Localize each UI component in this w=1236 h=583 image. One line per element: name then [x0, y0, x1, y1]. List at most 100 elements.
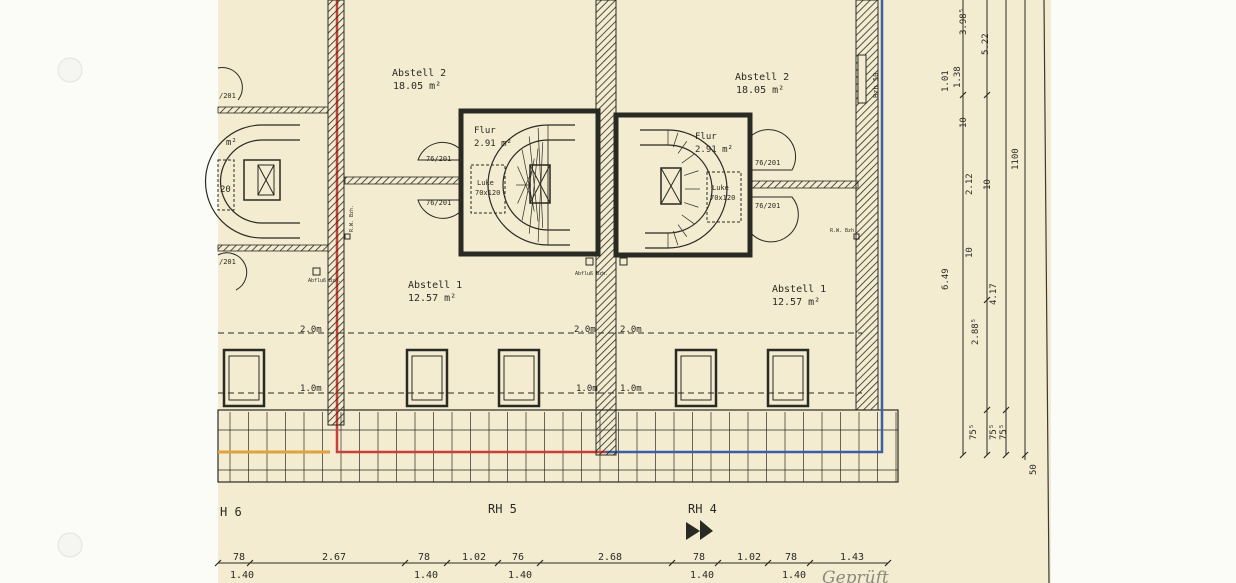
- drawing-line: [517, 170, 533, 204]
- unit-label-rh5: RH 5: [488, 502, 517, 516]
- room-name: Abstell 1: [772, 284, 826, 295]
- drawing-line: [401, 559, 409, 567]
- dim-text: 75⁵: [969, 424, 979, 440]
- drawing-line: [1021, 451, 1029, 459]
- stair-enclosure-left: [417, 108, 601, 257]
- dim-text: 76: [512, 552, 524, 563]
- drawing-line: [672, 230, 679, 246]
- drawing-line: [983, 406, 991, 414]
- drawing-line: [443, 559, 451, 567]
- drawing-line: [884, 559, 892, 567]
- binder-hole: [57, 532, 83, 558]
- room-name: Flur: [474, 126, 496, 136]
- roof-window: [405, 348, 449, 408]
- height-label: 2.0m: [574, 325, 596, 335]
- pipe-note: Abfluß Bzh.: [575, 271, 608, 277]
- room-area: m²: [226, 138, 237, 148]
- dim-text: 78: [785, 552, 797, 563]
- dim-text: 1.40: [230, 570, 254, 581]
- unit-label-rh4: RH 4: [688, 502, 717, 516]
- drawing-line: [806, 559, 814, 567]
- stair-enclosure-far-left: [204, 67, 300, 291]
- drawing-line: [528, 148, 539, 234]
- roof-window: [497, 348, 541, 408]
- dim-text: 10: [965, 247, 975, 258]
- pipe-note: R.W. Bzh.: [349, 205, 355, 232]
- dim-text: 1.40: [508, 570, 532, 581]
- dim-text: 2.68: [598, 552, 622, 563]
- dim-text: 4.17: [989, 283, 999, 305]
- door-label: 76/201: [426, 199, 451, 207]
- dim-text: 78: [693, 552, 705, 563]
- room-area: 18.05 m²: [736, 85, 784, 96]
- drawing-line: [983, 91, 991, 99]
- height-label: 1.0m: [576, 384, 598, 394]
- door-label: 76/201: [755, 202, 780, 210]
- hatch-right: [706, 171, 742, 223]
- approval-stamp: Geprüft: [822, 568, 889, 583]
- room-area: 12.57 m²: [772, 297, 820, 308]
- dim-text: 78: [233, 552, 245, 563]
- dim-text: 10: [983, 179, 993, 190]
- dim-text: 2.67: [322, 552, 346, 563]
- hatch-size: 20: [220, 185, 231, 195]
- drawing-line: [214, 559, 222, 567]
- party-wall-left: [327, 0, 345, 426]
- binder-hole: [57, 57, 83, 83]
- north-arrow-icon: [700, 520, 713, 540]
- hatch-size: 70x120: [475, 189, 500, 197]
- bottom-dimension-chain: [214, 559, 892, 567]
- hatch-title: Luke: [712, 184, 729, 192]
- room-area: 12.57 m²: [408, 293, 456, 304]
- height-label: 2.0m: [620, 325, 642, 335]
- door-label: 76/201: [426, 155, 451, 163]
- eave-strip: [217, 409, 899, 483]
- room-name: Abstell 2: [392, 68, 446, 79]
- room-name: Abstell 1: [408, 280, 462, 291]
- room-name: Flur: [695, 132, 717, 142]
- dim-text: 2.12: [965, 173, 975, 195]
- drawing-line: [246, 559, 254, 567]
- drawing-line: [684, 170, 699, 176]
- drawing-line: [494, 559, 502, 567]
- dim-text: 1.40: [782, 570, 806, 581]
- roof-windows: [222, 348, 810, 408]
- dim-text: 5.22: [981, 33, 991, 55]
- drawing-line: [672, 132, 679, 148]
- dim-text: 10: [959, 117, 969, 128]
- room-area: 18.05 m²: [393, 81, 441, 92]
- height-label: 2.0m: [300, 325, 322, 335]
- pipe-note: R.W. Bzh.: [830, 228, 857, 234]
- drawing-line: [521, 149, 535, 212]
- unit-label-rh6: H 6: [220, 505, 242, 519]
- drawing-line: [684, 202, 699, 208]
- chimney-label: Bzh 50: [872, 73, 880, 98]
- drawing-line: [668, 559, 676, 567]
- dim-text: 6.49: [941, 268, 951, 290]
- drawing-line: [959, 451, 967, 459]
- drawing-line: [677, 224, 688, 237]
- drawing-line: [681, 214, 695, 224]
- dim-text: 1100: [1011, 148, 1021, 170]
- sheet-edge-line: [1043, 0, 1050, 583]
- drawing-line: [714, 559, 722, 567]
- partition-walls: [217, 106, 859, 252]
- drawing-line: [677, 141, 688, 154]
- roof-window: [674, 348, 718, 408]
- dim-text: 1.40: [414, 570, 438, 581]
- stair-enclosure-right: [613, 112, 799, 258]
- hatch-left: [470, 164, 506, 214]
- dim-text: 1.38: [953, 66, 963, 88]
- right-dimension-chains: [959, 0, 1029, 460]
- dim-text: 1.40: [690, 570, 714, 581]
- height-label: 1.0m: [300, 384, 322, 394]
- drawing-line: [959, 91, 967, 99]
- door-label: /201: [219, 258, 236, 266]
- drawing-line: [517, 166, 533, 200]
- drawing-line: [536, 559, 544, 567]
- pipe-note: Abfluß Bzh.: [308, 278, 341, 284]
- blue-pipe-line: [606, 0, 884, 454]
- drawing-line: [983, 296, 991, 304]
